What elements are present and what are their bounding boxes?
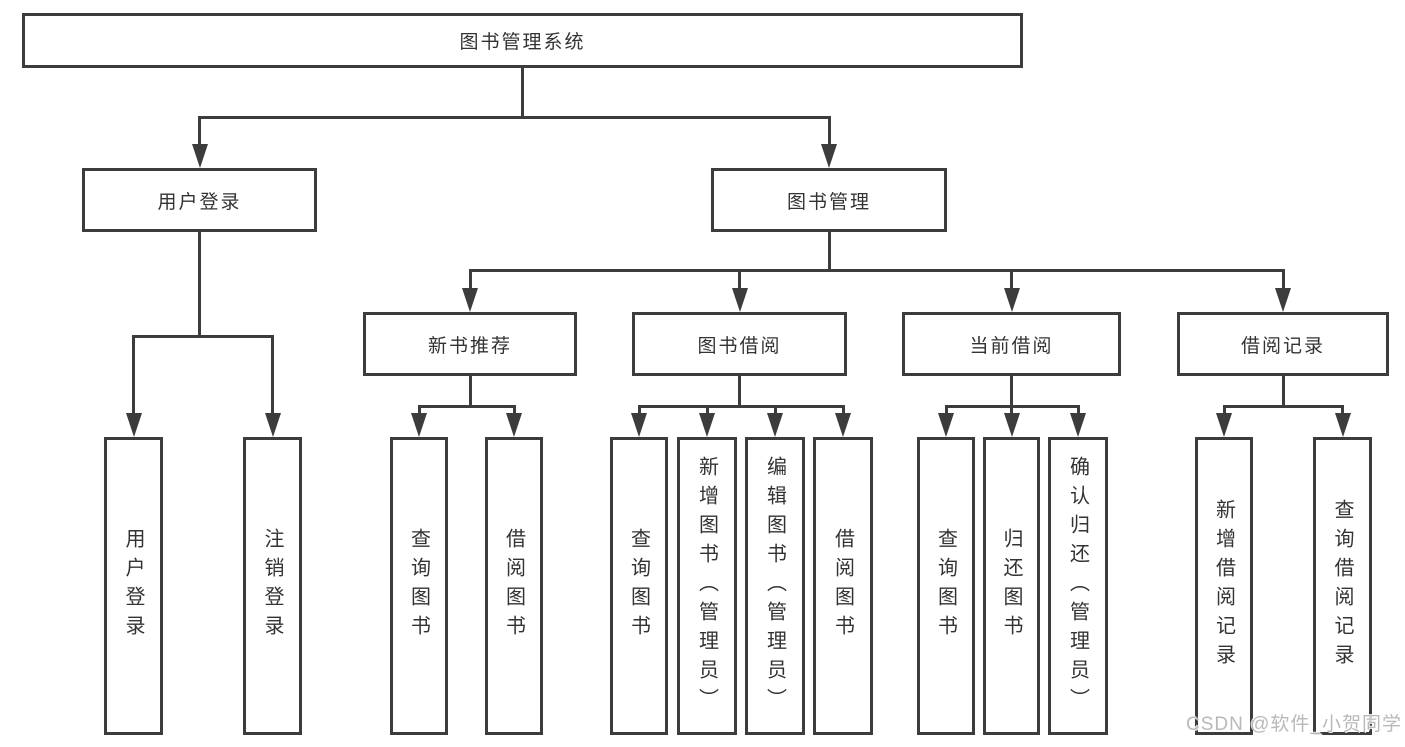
diagram-box-label: 查询借阅记录: [1331, 499, 1353, 673]
connector-line: [468, 268, 1285, 272]
diagram-box-leaf-query-books-3: 查询图书: [917, 437, 975, 735]
connector-line: [468, 268, 472, 291]
diagram-box-leaf-confirm-return-admin: 确认归还（管理员）: [1048, 437, 1108, 735]
diagram-box-label: 确认归还（管理员）: [1066, 455, 1089, 717]
diagram-box-label: 借阅图书: [502, 528, 525, 644]
diagram-box-leaf-logout: 注销登录: [243, 437, 302, 735]
connector-line: [1010, 268, 1013, 291]
connector-line: [521, 68, 524, 119]
connector-line: [841, 404, 845, 416]
arrowhead-down-icon: [264, 413, 281, 437]
connector-line: [1341, 404, 1344, 416]
connector-line: [132, 334, 135, 416]
diagram-box-label: 新书推荐: [427, 335, 512, 357]
diagram-box-label: 图书借阅: [697, 335, 782, 357]
connector-line: [773, 404, 777, 416]
diagram-box-label: 借阅图书: [831, 528, 854, 644]
diagram-box-label: 编辑图书（管理员）: [763, 455, 786, 717]
diagram-box-label: 用户登录: [122, 528, 144, 644]
connector-line: [1076, 404, 1080, 416]
arrowhead-down-icon: [731, 288, 748, 312]
diagram-box-label: 用户登录: [157, 191, 242, 213]
diagram-box-leaf-query-books-1: 查询图书: [390, 437, 448, 735]
diagram-box-label: 查询图书: [934, 528, 957, 644]
connector-line: [417, 404, 516, 408]
diagram-box-label: 图书管理: [786, 191, 871, 213]
connector-line: [198, 115, 831, 119]
diagram-box-root: 图书管理系统: [22, 13, 1023, 68]
connector-line: [132, 334, 274, 338]
diagram-box-book-borrowing: 图书借阅: [632, 312, 847, 376]
arrowhead-down-icon: [191, 144, 208, 168]
diagram-box-label: 查询图书: [627, 528, 650, 644]
diagram-box-new-book-recommend: 新书推荐: [363, 312, 577, 376]
diagram-box-current-borrowing: 当前借阅: [902, 312, 1121, 376]
connector-line: [198, 232, 201, 338]
diagram-box-user-login-branch: 用户登录: [82, 168, 317, 232]
arrowhead-down-icon: [1003, 413, 1020, 437]
diagram-box-label: 注销登录: [261, 528, 283, 644]
diagram-box-leaf-borrow-books-1: 借阅图书: [485, 437, 543, 735]
arrowhead-down-icon: [835, 413, 851, 437]
arrowhead-down-icon: [631, 413, 647, 437]
arrowhead-down-icon: [1275, 288, 1291, 312]
arrowhead-down-icon: [462, 288, 478, 312]
watermark: CSDN @软件_小贺同学: [1186, 714, 1402, 735]
arrowhead-down-icon: [938, 413, 954, 437]
connector-line: [1010, 376, 1013, 408]
diagram-box-leaf-query-books-2: 查询图书: [610, 437, 668, 735]
diagram-box-label: 查询图书: [407, 528, 430, 644]
arrowhead-down-icon: [767, 413, 783, 437]
connector-line: [1222, 404, 1344, 408]
connector-line: [468, 376, 472, 408]
connector-line: [637, 404, 641, 416]
connector-line: [512, 404, 516, 416]
diagram-box-leaf-add-book-admin: 新增图书（管理员）: [677, 437, 737, 735]
diagram-box-leaf-return-book: 归还图书: [983, 437, 1040, 735]
connector-line: [944, 404, 948, 416]
diagram-box-leaf-edit-book-admin: 编辑图书（管理员）: [745, 437, 805, 735]
arrowhead-down-icon: [1070, 413, 1086, 437]
diagram-box-label: 图书管理系统: [459, 32, 586, 53]
connector-line: [827, 232, 831, 272]
arrowhead-down-icon: [1334, 413, 1351, 437]
diagram-box-label: 新增图书（管理员）: [695, 455, 718, 717]
connector-line: [1281, 268, 1285, 291]
diagram-box-label: 归还图书: [1000, 528, 1022, 644]
diagram-box-label: 新增借阅记录: [1212, 499, 1235, 673]
connector-line: [198, 115, 201, 147]
connector-line: [1010, 404, 1013, 416]
connector-line: [705, 404, 709, 416]
connector-line: [738, 268, 741, 291]
arrowhead-down-icon: [1216, 413, 1232, 437]
diagram-box-borrowing-records: 借阅记录: [1177, 312, 1389, 376]
arrowhead-down-icon: [821, 144, 837, 168]
diagram-box-leaf-borrow-books-2: 借阅图书: [813, 437, 873, 735]
connector-line: [827, 115, 831, 147]
arrowhead-down-icon: [125, 413, 142, 437]
connector-line: [738, 376, 741, 408]
connector-line: [1281, 376, 1285, 408]
arrowhead-down-icon: [411, 413, 427, 437]
diagram-box-leaf-add-borrow-record: 新增借阅记录: [1195, 437, 1253, 735]
diagram-box-leaf-user-login: 用户登录: [104, 437, 163, 735]
arrowhead-down-icon: [699, 413, 715, 437]
arrowhead-down-icon: [1003, 288, 1020, 312]
connector-line: [417, 404, 421, 416]
diagram-box-label: 当前借阅: [969, 335, 1054, 357]
diagram-box-label: 借阅记录: [1240, 335, 1325, 357]
arrowhead-down-icon: [506, 413, 522, 437]
connector-line: [1222, 404, 1226, 416]
connector-line: [271, 334, 274, 416]
diagram-box-leaf-query-borrow-record: 查询借阅记录: [1313, 437, 1372, 735]
diagram-box-book-management: 图书管理: [711, 168, 947, 232]
connector-line: [637, 404, 845, 408]
